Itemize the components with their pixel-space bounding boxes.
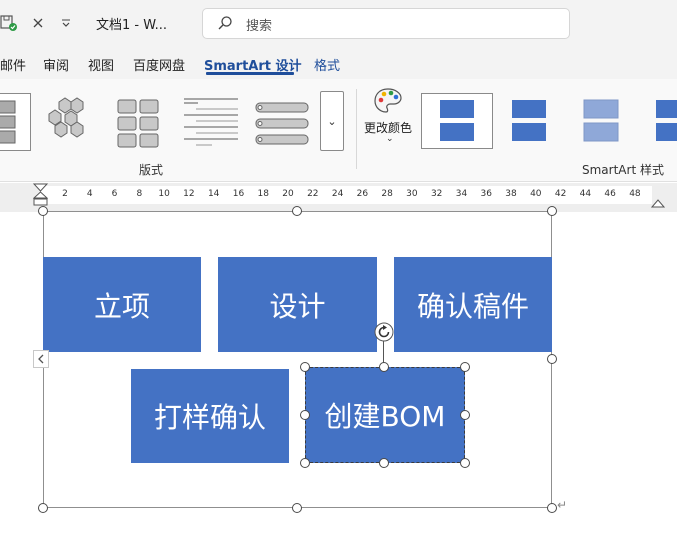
ruler-tick-label: 12 (183, 189, 195, 199)
ruler-tick-label: 34 (455, 189, 468, 199)
ribbon-tabs: 邮件 审阅 视图 百度网盘 SmartArt 设计 格式 (0, 46, 677, 79)
ruler-tick-label: 36 (480, 189, 492, 199)
frame-resize-handle-b[interactable] (292, 503, 302, 513)
layout-thumb-lines[interactable] (182, 93, 240, 151)
shape-resize-handle-tr[interactable] (460, 362, 470, 372)
ruler-tick-label: 46 (604, 189, 616, 199)
text-pane-toggle-button[interactable] (33, 350, 49, 368)
search-icon (217, 15, 233, 35)
horizontal-ruler[interactable] (40, 186, 652, 204)
smartart-style-thumb-3[interactable] (565, 93, 637, 149)
ruler-tick-label: 44 (579, 189, 592, 199)
shape-5-text: 创建BOM (324, 400, 446, 433)
layout-group-label: 版式 (139, 163, 164, 177)
shape-resize-handle-t[interactable] (379, 362, 389, 372)
smartart-style-thumb-1[interactable] (421, 93, 493, 149)
tab-baidu-netdisk[interactable]: 百度网盘 (133, 59, 186, 74)
ruler-tick-label: 26 (356, 189, 369, 199)
ruler-tick-label: 18 (257, 189, 269, 199)
shape-resize-handle-b[interactable] (379, 458, 389, 468)
ruler-right-indent-icon[interactable] (650, 193, 666, 212)
ruler-tick-label: 6 (111, 189, 118, 199)
smartart-shape-4[interactable]: 打样确认 (131, 369, 289, 463)
ruler-indent-marker-icon[interactable] (32, 183, 49, 215)
frame-resize-handle-tl[interactable] (38, 206, 48, 216)
change-colors-label[interactable]: 更改颜色 (364, 121, 413, 135)
ruler-tick-label: 10 (158, 189, 170, 199)
frame-resize-handle-t[interactable] (292, 206, 302, 216)
ruler-tick-label: 42 (554, 189, 567, 199)
smartart-shape-3[interactable]: 确认稿件 (394, 257, 552, 352)
smartart-shape-1[interactable]: 立项 (43, 257, 201, 352)
rotate-handle-stem (383, 340, 384, 367)
smartart-shape-2[interactable]: 设计 (218, 257, 377, 352)
layout-thumb-hexagons[interactable] (46, 93, 86, 151)
paragraph-mark-icon: ↵ (557, 498, 568, 512)
active-tab-indicator (206, 72, 294, 75)
layout-thumb-selected[interactable] (0, 93, 31, 151)
shape-1-text: 立项 (93, 289, 150, 323)
layout-thumb-grid[interactable] (116, 93, 162, 151)
tab-view[interactable]: 视图 (88, 59, 115, 74)
ruler-tick-label: 4 (86, 189, 93, 199)
shape-resize-handle-r[interactable] (460, 410, 470, 420)
change-colors-caret[interactable]: ⌄ (386, 134, 394, 144)
shape-4-text: 打样确认 (153, 401, 266, 434)
layout-gallery-more-button[interactable]: ⌄ (320, 91, 344, 151)
shape-2-text: 设计 (269, 289, 326, 323)
search-placeholder: 搜索 (246, 19, 273, 34)
frame-resize-handle-bl[interactable] (38, 503, 48, 513)
frame-resize-handle-br[interactable] (547, 503, 557, 513)
layout-thumb-bars[interactable] (252, 93, 312, 151)
tab-smartart-design[interactable]: SmartArt 设计 (204, 59, 302, 74)
tab-format[interactable]: 格式 (314, 59, 341, 74)
quick-access-save-icon[interactable] (0, 14, 18, 32)
ruler-tick-label: 22 (307, 189, 319, 199)
customize-quick-access-icon[interactable] (58, 14, 74, 32)
ribbon-panel: ⌄ 版式 更改颜色 ⌄ SmartArt 样式 (0, 79, 677, 182)
search-box[interactable]: 搜索 (202, 8, 570, 39)
smartart-shape-5-selected[interactable]: 创建BOM (305, 367, 465, 463)
smartart-style-thumb-4[interactable] (637, 93, 677, 149)
document-title: 文档1 - W... (96, 18, 167, 33)
ruler-tick-label: 28 (381, 189, 393, 199)
ruler-tick-label: 48 (629, 189, 641, 199)
palette-icon[interactable] (373, 87, 403, 119)
selected-shape-outline (305, 367, 465, 463)
ruler-tick-label: 38 (505, 189, 517, 199)
smartart-style-thumb-2[interactable] (493, 93, 565, 149)
ruler-tick-label: 32 (430, 189, 443, 199)
shape-resize-handle-bl[interactable] (300, 458, 310, 468)
title-bar: 文档1 - W... 搜索 (0, 0, 677, 46)
ruler-tick-label: 20 (282, 189, 294, 199)
ruler-tick-label: 16 (232, 189, 245, 199)
shape-3-text: 确认稿件 (416, 289, 529, 323)
tab-mailings[interactable]: 邮件 (0, 59, 27, 74)
ribbon-separator (356, 89, 357, 169)
shape-resize-handle-br[interactable] (460, 458, 470, 468)
frame-resize-handle-tr[interactable] (547, 206, 557, 216)
shape-resize-handle-l[interactable] (300, 410, 310, 420)
tab-review[interactable]: 审阅 (43, 59, 70, 74)
shape-resize-handle-tl[interactable] (300, 362, 310, 372)
rotate-handle-icon[interactable] (374, 322, 394, 342)
ruler-tick-label: 8 (136, 189, 143, 199)
ruler-tick-label: 24 (331, 189, 344, 199)
smartart-frame[interactable] (43, 211, 552, 508)
ruler-tick-label: 30 (406, 189, 418, 199)
ruler-tick-label: 14 (207, 189, 220, 199)
ruler-tick-label: 40 (530, 189, 542, 199)
close-icon[interactable] (30, 14, 46, 32)
frame-resize-handle-r[interactable] (547, 354, 557, 364)
ruler-tick-label: 2 (62, 189, 68, 199)
smartart-styles-group-label: SmartArt 样式 (582, 163, 664, 177)
